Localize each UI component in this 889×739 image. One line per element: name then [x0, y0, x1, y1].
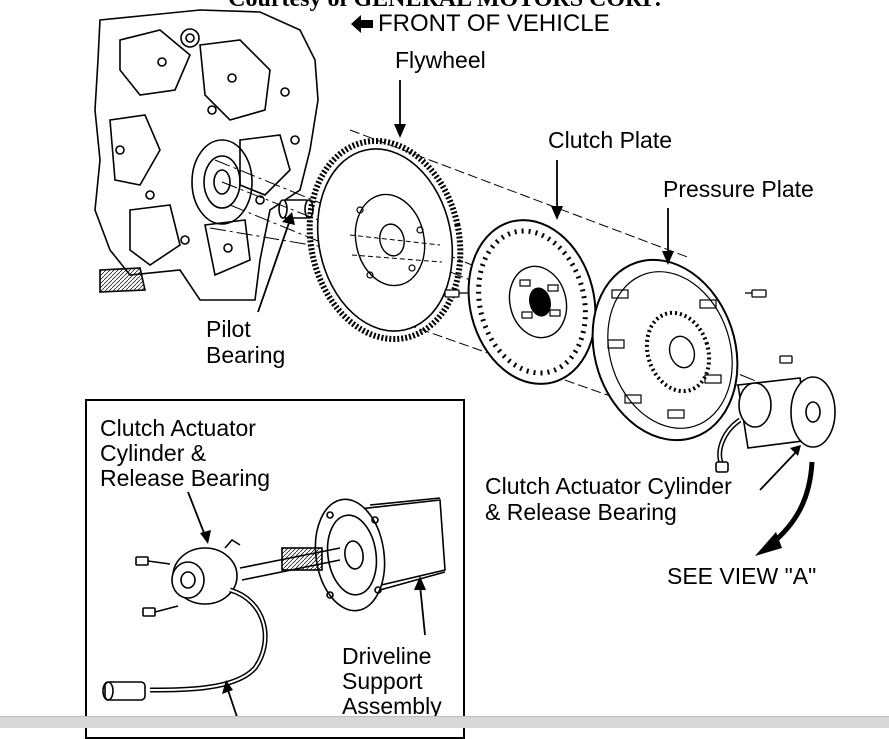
- pressure-plate-label: Pressure Plate: [663, 176, 814, 202]
- see-view-arrow: [755, 461, 815, 556]
- pressure-plate: [591, 258, 739, 442]
- engine-block: [94, 9, 319, 301]
- flywheel: [306, 137, 464, 343]
- clutch-actuator-cylinder: [715, 376, 836, 473]
- window-bottom-edge: [0, 716, 889, 728]
- front-of-vehicle-text: FRONT OF VEHICLE: [378, 10, 610, 37]
- clutch-plate: [467, 219, 597, 385]
- pilot-bearing-label-line1: Pilot: [206, 316, 251, 342]
- inset-actuator-label-line3: Release Bearing: [100, 465, 271, 491]
- front-of-vehicle-label: FRONT OF VEHICLE: [350, 11, 610, 37]
- inset-drawing: [102, 497, 446, 701]
- driveline-label-line2: Support: [342, 668, 423, 694]
- actuator-label-line1: Clutch Actuator Cylinder: [485, 473, 732, 499]
- pilot-bearing: [278, 199, 314, 219]
- arrow-left-icon: [351, 15, 373, 33]
- see-view-a-label: SEE VIEW "A": [667, 563, 817, 589]
- actuator-label-line2: & Release Bearing: [485, 499, 677, 525]
- inset-actuator-label-line1: Clutch Actuator: [100, 415, 256, 441]
- driveline-label-line1: Driveline: [342, 643, 432, 669]
- credit-line: Courtesy of GENERAL MOTORS CORP.: [0, 0, 889, 12]
- inset-leader-arrows: [187, 491, 426, 721]
- inset-actuator-label-line2: Cylinder &: [100, 440, 207, 466]
- driveline-label-line3: Assembly: [342, 693, 442, 719]
- flywheel-bolt: [444, 289, 468, 298]
- clutch-plate-label: Clutch Plate: [548, 127, 673, 153]
- flywheel-label: Flywheel: [395, 47, 486, 73]
- pilot-bearing-label-line2: Bearing: [206, 342, 286, 368]
- leader-arrows: [257, 80, 801, 491]
